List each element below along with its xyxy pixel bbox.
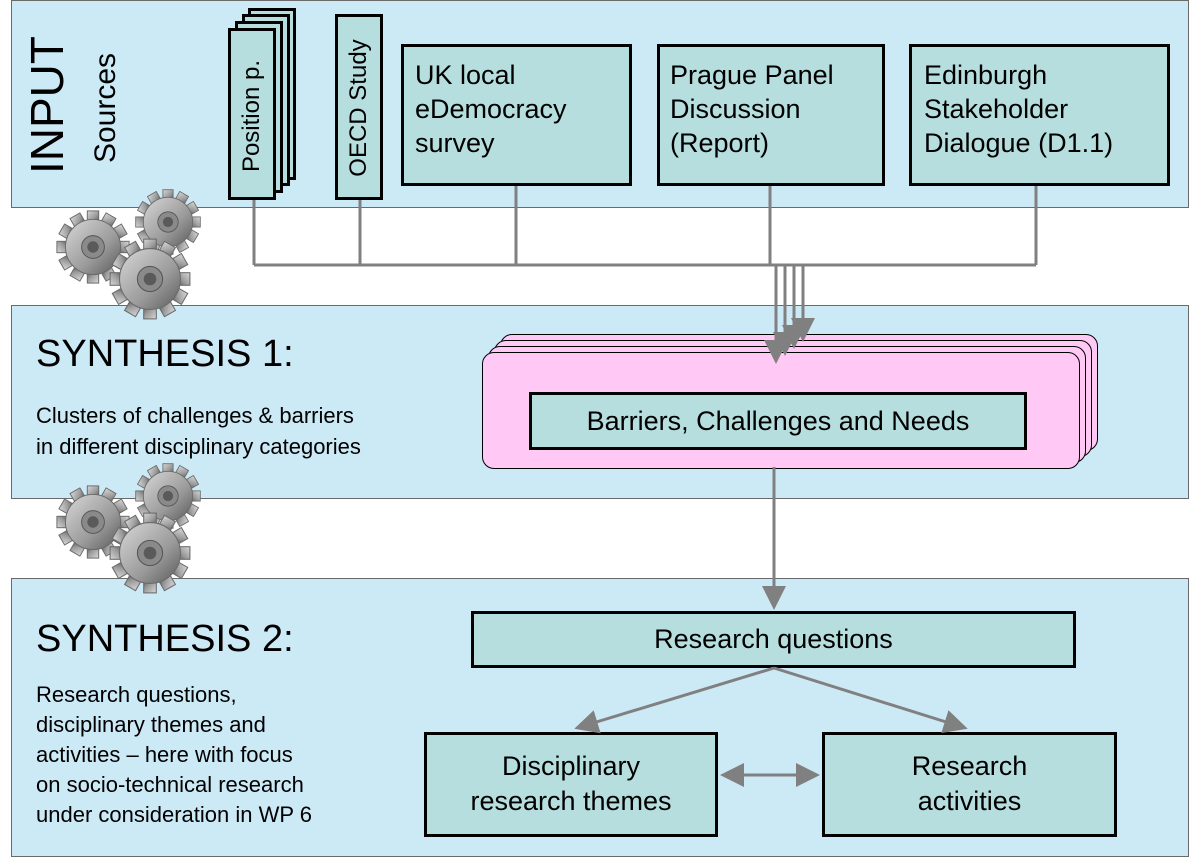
barriers-label: Barriers, Challenges and Needs xyxy=(586,406,970,436)
research-activities-label: Research activities xyxy=(911,751,1028,816)
arrow-to-research-activities xyxy=(773,666,968,734)
prague-box xyxy=(657,44,885,186)
uk-survey-label: UK local eDemocracy survey xyxy=(415,60,567,158)
research-questions-label: Research questions xyxy=(654,624,893,654)
gear-cluster-2-icon xyxy=(56,463,201,594)
prague-label: Prague Panel Discussion (Report) xyxy=(670,60,834,158)
disciplinary-themes-label: Disciplinary research themes xyxy=(470,751,672,816)
synthesis2-description: Research questions, disciplinary themes … xyxy=(36,682,312,827)
oecd-study-box xyxy=(335,14,383,200)
synthesis1-description: Clusters of challenges & barriers in dif… xyxy=(36,403,361,459)
edinburgh-box xyxy=(909,44,1170,186)
edinburgh-label: Edinburgh Stakeholder Dialogue (D1.1) xyxy=(924,60,1114,158)
research-activities-box xyxy=(822,732,1117,837)
gear-cluster-1-icon xyxy=(56,189,201,320)
arrow-to-disciplinary-themes xyxy=(574,666,775,734)
position-paper-card xyxy=(228,28,276,200)
synthesis2-title: SYNTHESIS 2: xyxy=(36,618,294,660)
uk-survey-box xyxy=(401,44,632,186)
disciplinary-themes-box xyxy=(424,732,718,837)
synthesis1-title: SYNTHESIS 1: xyxy=(36,333,294,375)
research-questions-box xyxy=(471,611,1076,668)
barriers-box xyxy=(529,392,1027,450)
